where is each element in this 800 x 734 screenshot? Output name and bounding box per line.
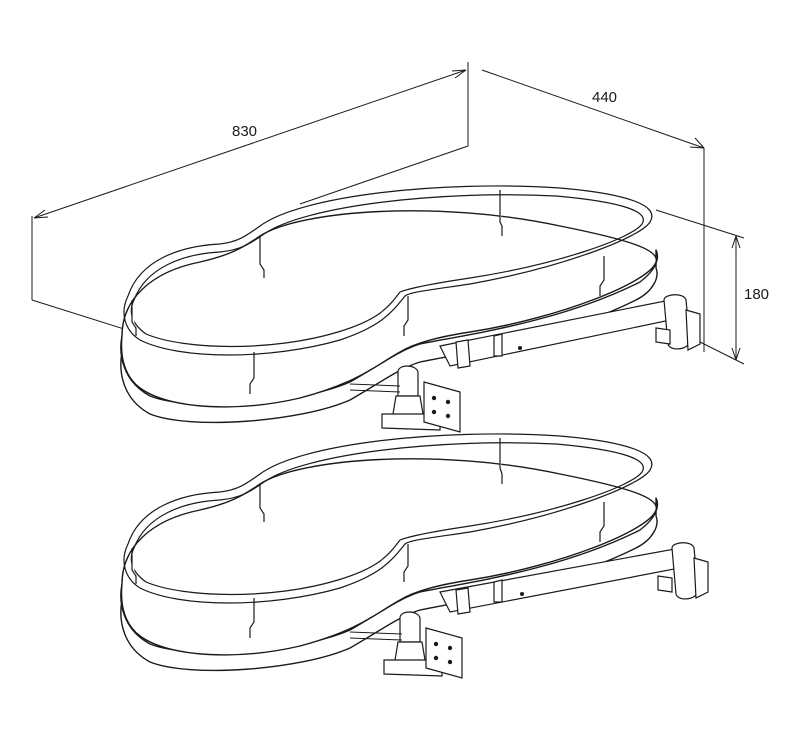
- lower-tray-rail: [123, 433, 653, 604]
- dimension-height: 180: [655, 209, 769, 365]
- lower-tray-posts: [131, 438, 605, 638]
- dimension-depth: 440: [481, 69, 705, 352]
- upper-hinge-bracket: [349, 365, 461, 433]
- depth-dimension-label: 440: [592, 89, 617, 106]
- upper-tray-floor: [120, 210, 657, 408]
- lower-hinge-bracket: [349, 611, 463, 679]
- lower-tray-floor: [120, 458, 657, 656]
- lower-tray: [120, 433, 709, 679]
- dimension-width: 830: [31, 62, 469, 335]
- upper-tray-posts: [131, 190, 605, 394]
- height-dimension-label: 180: [744, 286, 769, 303]
- upper-swing-arm: [439, 294, 701, 369]
- upper-tray: [120, 185, 701, 433]
- lower-swing-arm: [439, 542, 709, 615]
- width-dimension-label: 830: [232, 123, 257, 140]
- upper-tray-rail: [123, 185, 653, 356]
